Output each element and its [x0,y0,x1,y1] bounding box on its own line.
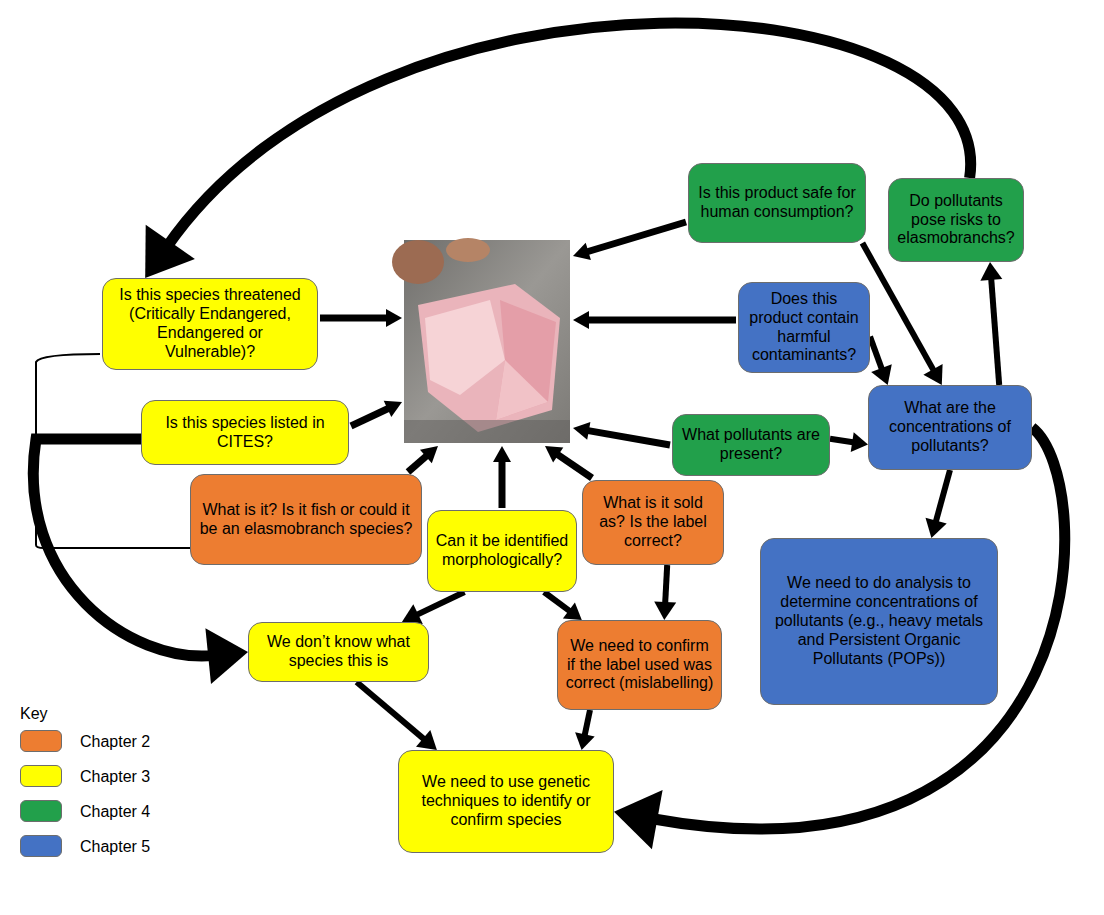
chapter-box: Can it be identified morphologically? [427,510,577,592]
hand [446,238,490,262]
arrow-line [33,439,214,656]
legend-heading: Key [20,704,48,723]
arrow-line [830,439,855,443]
arrow-head [926,518,947,538]
hand [392,240,444,284]
meat-piece [425,300,505,395]
legend-text: Chapter 4 [80,802,150,821]
flow-arrow [544,592,582,620]
chapter-box: Is this species listed in CITES? [141,400,349,465]
pointer-arrow [557,454,592,478]
box-text: We need to do analysis to determine conc… [768,574,990,668]
chapter-box: Does this product contain harmful contam… [738,282,870,374]
photo-shadow [404,420,570,443]
arrow-head [563,602,582,620]
box-text: We need to confirm if the label used was… [565,637,714,694]
arrow-head [573,311,589,329]
arrow-head [145,225,195,278]
arrow-head [205,628,248,684]
chapter-box: We need to do analysis to determine conc… [760,538,998,705]
chapter-box: Is this species threatened (Critically E… [102,278,318,370]
box-text: Is this species listed in CITES? [149,414,341,452]
chapter-box: What pollutants are present? [672,414,830,476]
arrow-line [991,277,999,385]
arrow-head [614,790,663,849]
box-text: We don’t know what species this is [256,633,421,671]
arrow-head [575,732,595,750]
box-text: What pollutants are present? [680,426,822,464]
arrow-head [980,262,1002,281]
flow-arrow [402,592,465,624]
legend-swatch [20,800,62,822]
arrow-head [420,446,438,463]
legend-swatch [20,730,62,752]
legend-swatch [20,765,62,787]
flow-arrow [830,432,868,452]
box-text: Is this product safe for human consumpti… [696,184,858,222]
arrow-line [665,565,667,605]
legend-text: Chapter 2 [80,732,150,751]
arrow-head [573,243,591,260]
box-text: Do pollutants pose risks to elasmobranch… [896,192,1016,249]
arrow-line [416,592,465,615]
arrow-head [871,364,892,385]
chapter-box: We don’t know what species this is [248,622,429,682]
meat-piece [496,300,556,420]
flow-arrow [926,470,951,538]
chapter-box: We need to confirm if the label used was… [557,620,722,710]
arrow-line [167,23,971,247]
flow-arrow [862,243,942,385]
chapter-box: What are the concentrations of pollutant… [868,385,1032,470]
pointer-arrow [587,317,736,324]
legend-text: Chapter 5 [80,837,150,856]
box-text: Can it be identified morphologically? [435,532,569,570]
chapter-box: Is this product safe for human consumpti… [688,163,866,243]
arrow-head [384,401,402,417]
arrow-head [386,309,402,327]
arrow-line [935,470,950,523]
chapter-box: What is it? Is it fish or could it be an… [190,474,422,565]
pointer-arrow [586,222,686,252]
legend-swatch [20,835,62,857]
legend-text: Chapter 3 [80,767,150,786]
arrow-head [923,364,942,385]
arrow-line [584,710,590,737]
arrow-line [357,682,426,740]
arrow-line [544,592,571,612]
arrow-head [851,432,868,452]
product-photo [392,238,570,443]
chapter-box: Do pollutants pose risks to elasmobranch… [888,178,1024,262]
arrow-head [416,730,437,750]
box-text: Is this species threatened (Critically E… [110,286,310,362]
meat-piece [418,284,560,432]
flow-arrow [870,337,892,385]
flow-arrow [145,23,970,278]
chapter-box: What is it sold as? Is the label correct… [582,480,724,565]
meat-piece [496,360,548,420]
box-text: Does this product contain harmful contam… [746,290,862,366]
flow-arrow [357,682,437,750]
pointer-arrow [351,408,389,426]
pointer-arrow [320,315,388,322]
chapter-box: We need to use genetic techniques to ide… [398,750,614,853]
arrow-head [493,446,511,462]
arrow-head [654,601,676,620]
pointer-arrow [499,460,506,508]
arrow-head [573,422,590,440]
pointer-arrow [408,455,427,472]
box-text: We need to use genetic techniques to ide… [406,773,606,830]
box-text: What is it sold as? Is the label correct… [590,494,716,551]
arrow-head [545,446,563,462]
pointer-arrow [587,430,670,445]
flow-arrow [980,262,1002,385]
box-text: What is it? Is it fish or could it be an… [198,501,414,539]
arrow-line [862,243,934,372]
flow-arrow [654,565,676,620]
box-text: What are the concentrations of pollutant… [876,399,1024,456]
arrow-line [870,337,882,371]
flow-arrow [575,710,595,750]
